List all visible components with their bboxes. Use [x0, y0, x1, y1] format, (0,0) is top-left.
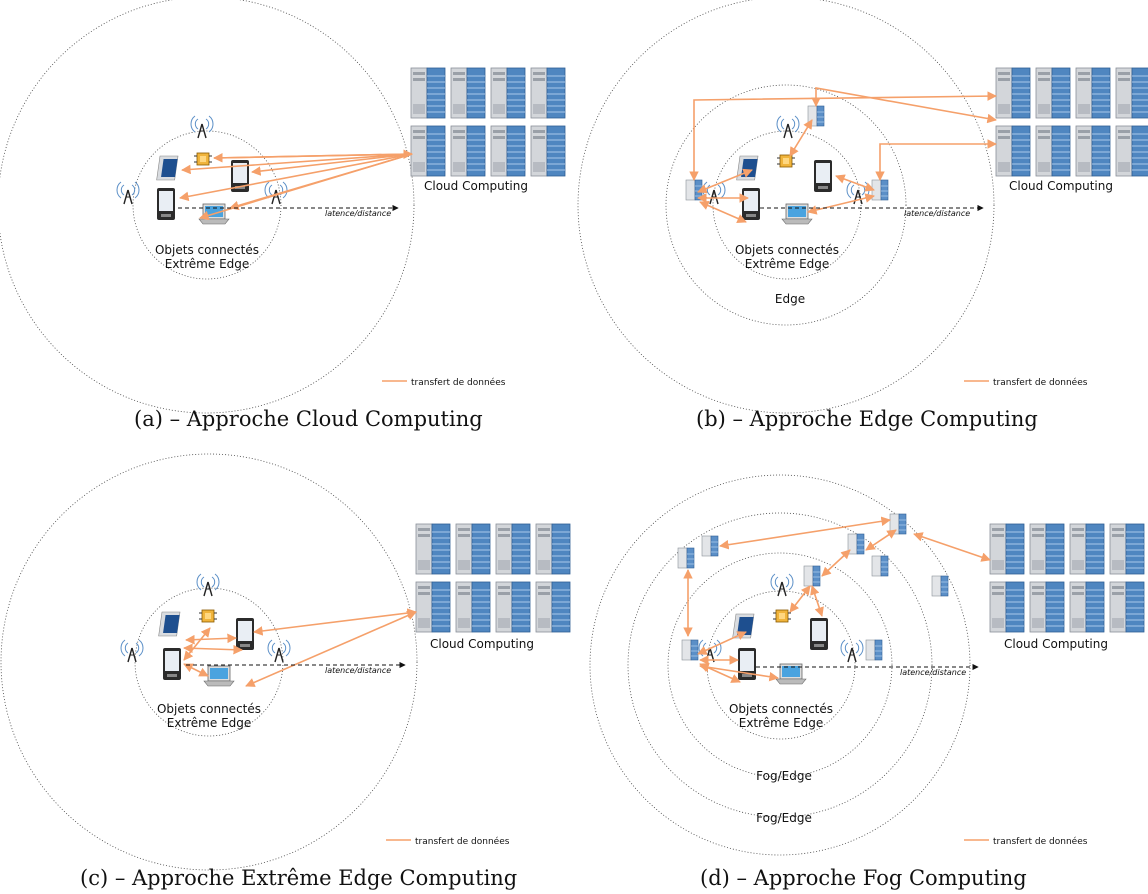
chip-icon [776, 154, 796, 168]
ring-label-objects: Objets connectés [729, 702, 833, 716]
smartphone-icon [236, 618, 254, 650]
panel-c: latence/distance Cloud Computing Objets … [0, 453, 571, 871]
transfer-arrows [183, 608, 417, 687]
ring-label-extreme-edge: Extrême Edge [167, 716, 252, 730]
cloud-label: Cloud Computing [430, 637, 534, 651]
laptop-icon [781, 203, 813, 225]
antenna-icon [267, 639, 291, 663]
chip-icon [193, 152, 213, 166]
latency-label: latence/distance [325, 666, 391, 675]
edge-ring [665, 84, 907, 326]
legend-label: transfert de données [411, 377, 506, 388]
antenna-icon [196, 573, 220, 597]
antenna-icon [698, 639, 722, 663]
tablet-icon [732, 613, 755, 639]
server-rack-icon [989, 523, 1145, 633]
ring-label-extreme-edge: Extrême Edge [745, 257, 830, 271]
chip-icon [198, 609, 218, 623]
caption-a: (a) – Approche Cloud Computing [134, 407, 483, 431]
caption-d: (d) – Approche Fog Computing [700, 866, 1027, 890]
outer-ring [0, 453, 418, 871]
edge-server-icon [685, 179, 703, 201]
antenna-icon [840, 639, 864, 663]
ring-label-objects: Objets connectés [157, 702, 261, 716]
chip-icon [772, 609, 792, 623]
cloud-label: Cloud Computing [1004, 637, 1108, 651]
fog-ring-outer [627, 512, 933, 818]
latency-label: latence/distance [900, 668, 966, 677]
laptop-icon [203, 665, 235, 687]
ring-label-extreme-edge: Extrême Edge [739, 716, 824, 730]
panel-b: latence/distance Cloud Computing Objets … [577, 0, 1148, 414]
smartphone-icon [157, 188, 175, 220]
antenna-icon [770, 573, 794, 597]
smartphone-icon [810, 618, 828, 650]
server-rack-icon [415, 523, 571, 633]
tablet-icon [158, 611, 181, 637]
ring-label-objects: Objets connectés [155, 243, 259, 257]
smartphone-icon [738, 648, 756, 680]
caption-b: (b) – Approche Edge Computing [696, 407, 1038, 431]
outer-ring [577, 0, 995, 414]
cloud-label: Cloud Computing [1009, 179, 1113, 193]
transfer-arrows [683, 516, 991, 683]
ring-label-extreme-edge: Extrême Edge [165, 257, 250, 271]
legend-label: transfert de données [993, 377, 1088, 388]
server-rack-icon [410, 67, 566, 177]
latency-label: latence/distance [904, 209, 970, 218]
smartphone-icon [742, 188, 760, 220]
inner-ring [132, 130, 282, 280]
tablet-icon [156, 155, 179, 181]
tablet-icon [736, 155, 759, 181]
cloud-label: Cloud Computing [424, 179, 528, 193]
inner-ring [706, 590, 856, 740]
smartphone-icon [163, 648, 181, 680]
outer-ring [589, 474, 971, 856]
panel-a: latence/distance Cloud Computing Objets … [0, 0, 566, 414]
antenna-icon [120, 639, 144, 663]
caption-c: (c) – Approche Extrême Edge Computing [80, 866, 518, 890]
ring-label-fog-edge-outer: Fog/Edge [756, 811, 812, 825]
legend-label: transfert de données [993, 836, 1088, 847]
ring-label-objects: Objets connectés [735, 243, 839, 257]
ring-label-fog-edge-inner: Fog/Edge [756, 769, 812, 783]
outer-ring [0, 0, 415, 414]
latency-label: latence/distance [325, 209, 391, 218]
antenna-icon [190, 115, 214, 139]
transfer-arrows [689, 87, 997, 223]
server-rack-icon [995, 67, 1148, 177]
smartphone-icon [814, 160, 832, 192]
panel-d: latence/distance Cloud Computing Objets … [589, 474, 1145, 856]
antenna-icon [776, 115, 800, 139]
legend-label: transfert de données [415, 836, 510, 847]
transfer-arrows [179, 149, 413, 221]
edge-server-icon [871, 179, 889, 201]
fog-ring-inner [667, 552, 893, 778]
ring-label-edge: Edge [775, 292, 805, 306]
